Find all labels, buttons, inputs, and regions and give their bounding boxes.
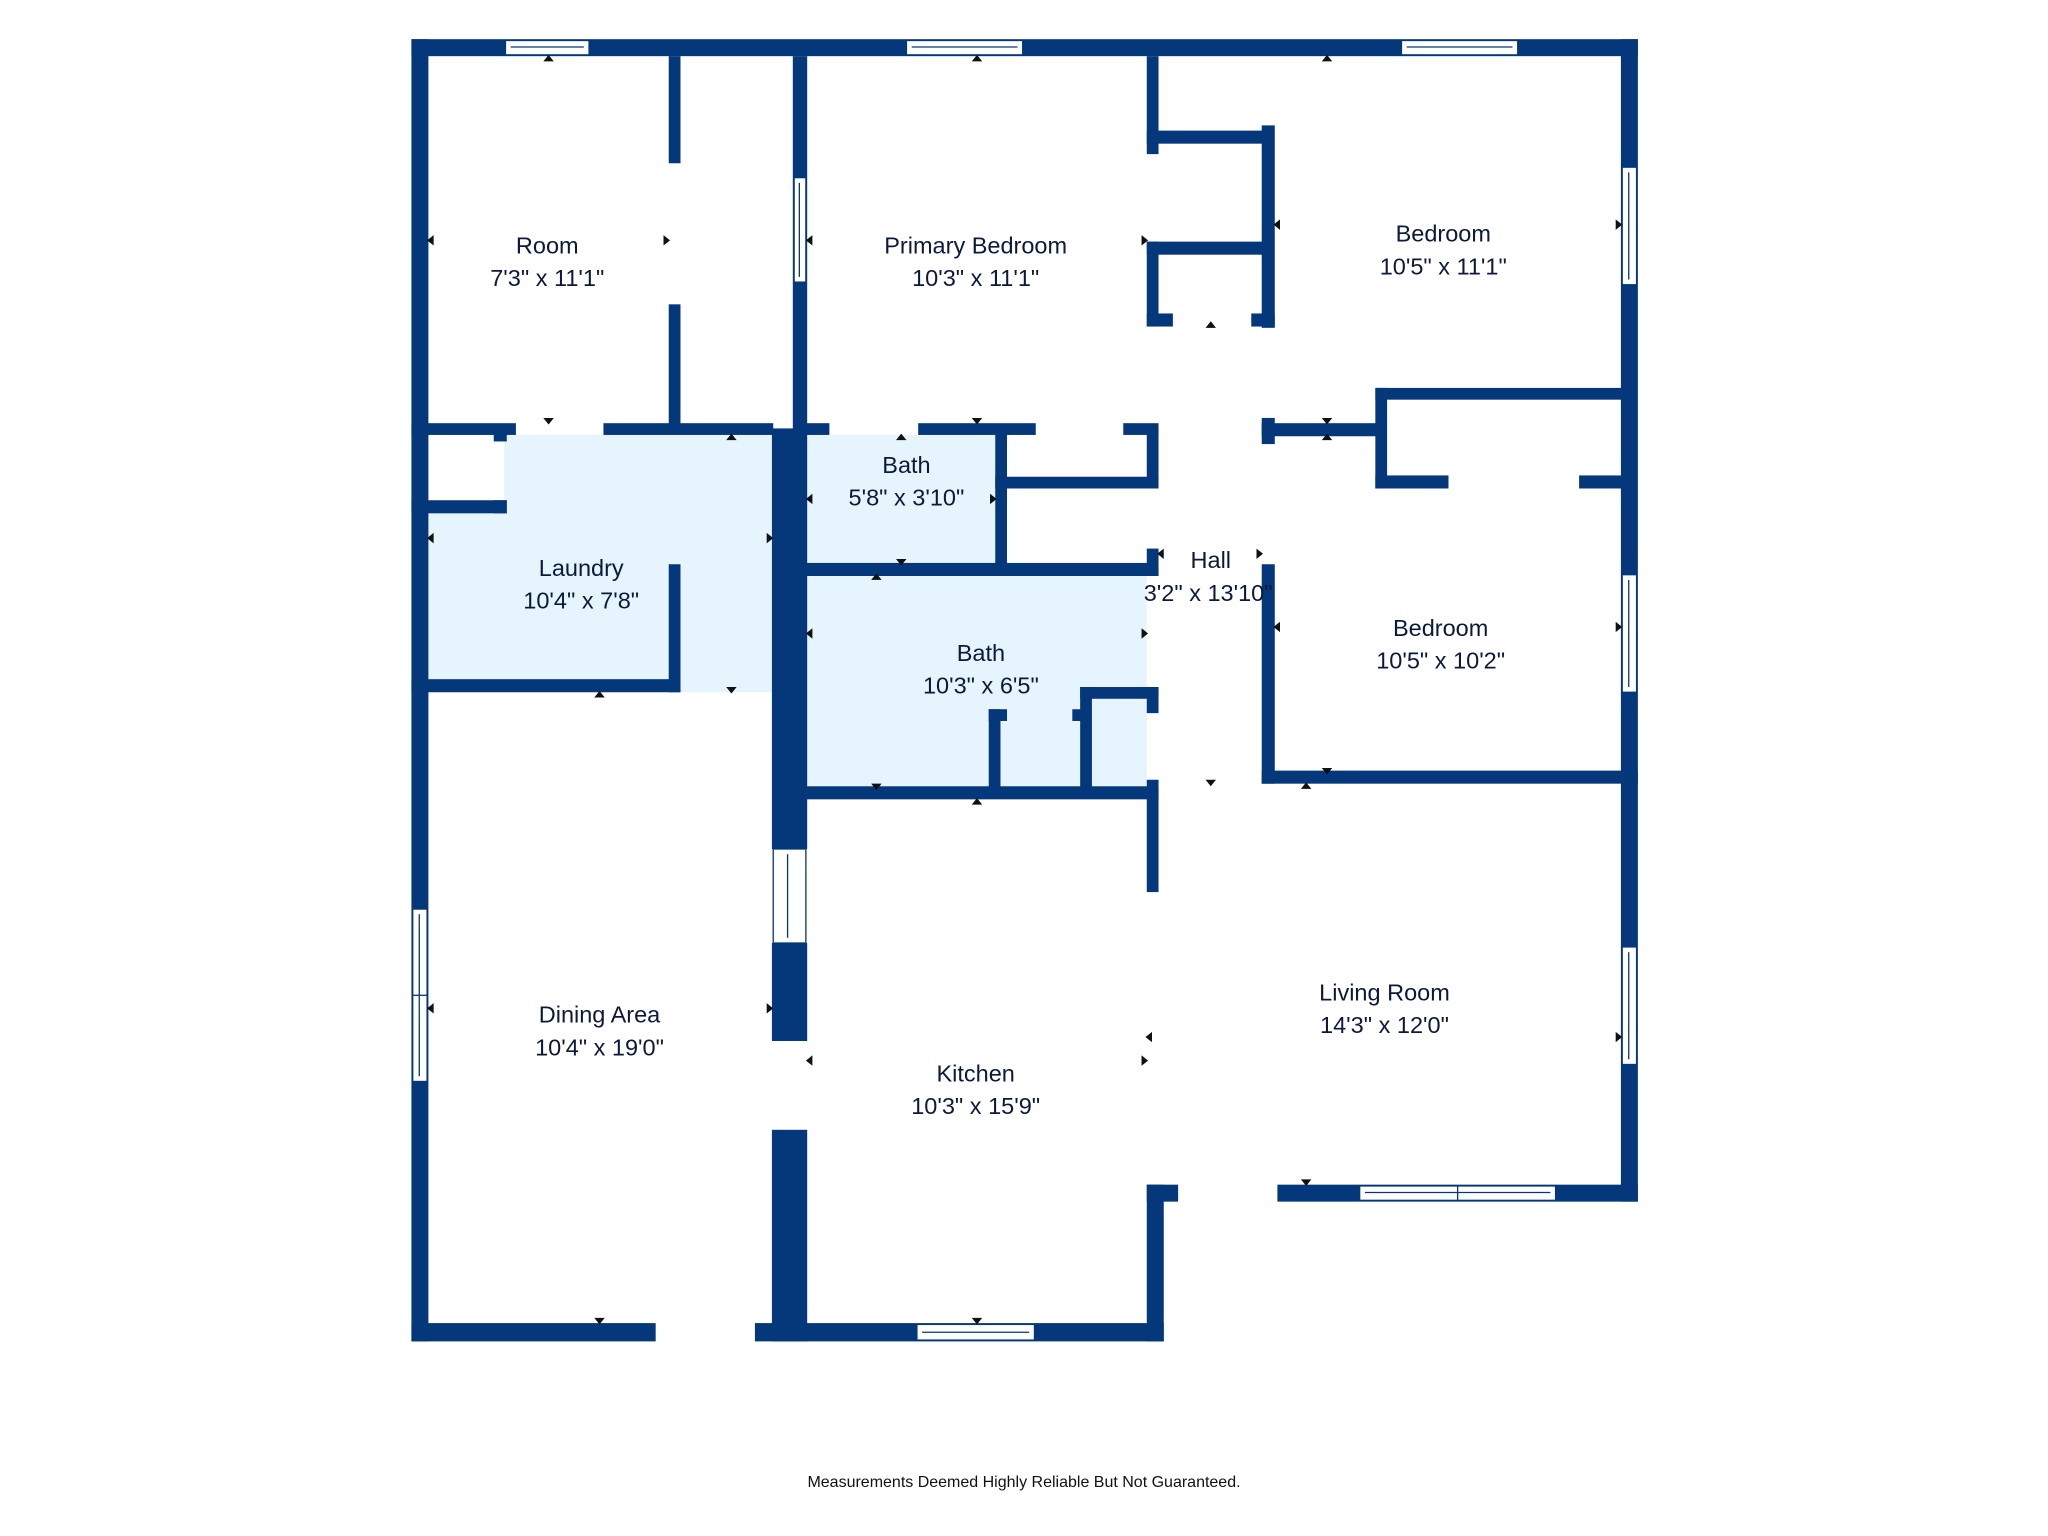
measurement-disclaimer: Measurements Deemed Highly Reliable But …: [807, 1474, 1241, 1491]
room-labels: Room 7'3" x 11'1" Primary Bedroom 10'3" …: [490, 221, 1507, 1119]
room-dimensions: 10'3" x 6'5": [923, 673, 1039, 699]
room-name: Hall: [1191, 547, 1231, 573]
room-label-laundry: Laundry 10'4" x 7'8": [523, 555, 639, 614]
room-dimensions: 10'4" x 19'0": [535, 1034, 664, 1060]
room-name: Kitchen: [936, 1060, 1014, 1086]
room-dimensions: 7'3" x 11'1": [490, 265, 604, 291]
room-dimensions: 10'5" x 11'1": [1380, 253, 1507, 279]
dimension-markers: [427, 54, 1623, 1325]
room-name: Dining Area: [539, 1002, 661, 1028]
room-name: Bath: [957, 640, 1005, 666]
room-name: Bath: [882, 452, 930, 478]
room-dimensions: 10'5" x 10'2": [1376, 648, 1505, 674]
room-label-bath-1: Bath 5'8" x 3'10": [849, 452, 965, 511]
room-name: Room: [516, 232, 579, 258]
room-label-dining-area: Dining Area 10'4" x 19'0": [535, 1002, 664, 1061]
room-dimensions: 5'8" x 3'10": [849, 484, 965, 510]
room-name: Living Room: [1319, 979, 1450, 1005]
room-label-bath-2: Bath 10'3" x 6'5": [923, 640, 1039, 699]
room-label-bedroom-1: Bedroom 10'5" x 11'1": [1380, 221, 1507, 280]
room-dimensions: 10'3" x 11'1": [912, 265, 1039, 291]
room-label-primary-bedroom: Primary Bedroom 10'3" x 11'1": [884, 232, 1067, 291]
room-label-room: Room 7'3" x 11'1": [490, 232, 604, 291]
room-name: Bedroom: [1393, 615, 1488, 641]
room-label-living-room: Living Room 14'3" x 12'0": [1319, 979, 1450, 1038]
room-name: Primary Bedroom: [884, 232, 1067, 258]
room-label-hall: Hall 3'2" x 13'10": [1144, 547, 1273, 606]
room-dimensions: 10'3" x 15'9": [911, 1093, 1040, 1119]
room-dimensions: 14'3" x 12'0": [1320, 1012, 1449, 1038]
room-label-bedroom-2: Bedroom 10'5" x 10'2": [1376, 615, 1505, 674]
room-name: Bedroom: [1396, 221, 1491, 247]
windows: [412, 39, 1638, 1341]
room-dimensions: 3'2" x 13'10": [1144, 580, 1273, 606]
room-label-kitchen: Kitchen 10'3" x 15'9": [911, 1060, 1040, 1119]
room-name: Laundry: [539, 555, 624, 581]
room-dimensions: 10'4" x 7'8": [523, 588, 639, 614]
